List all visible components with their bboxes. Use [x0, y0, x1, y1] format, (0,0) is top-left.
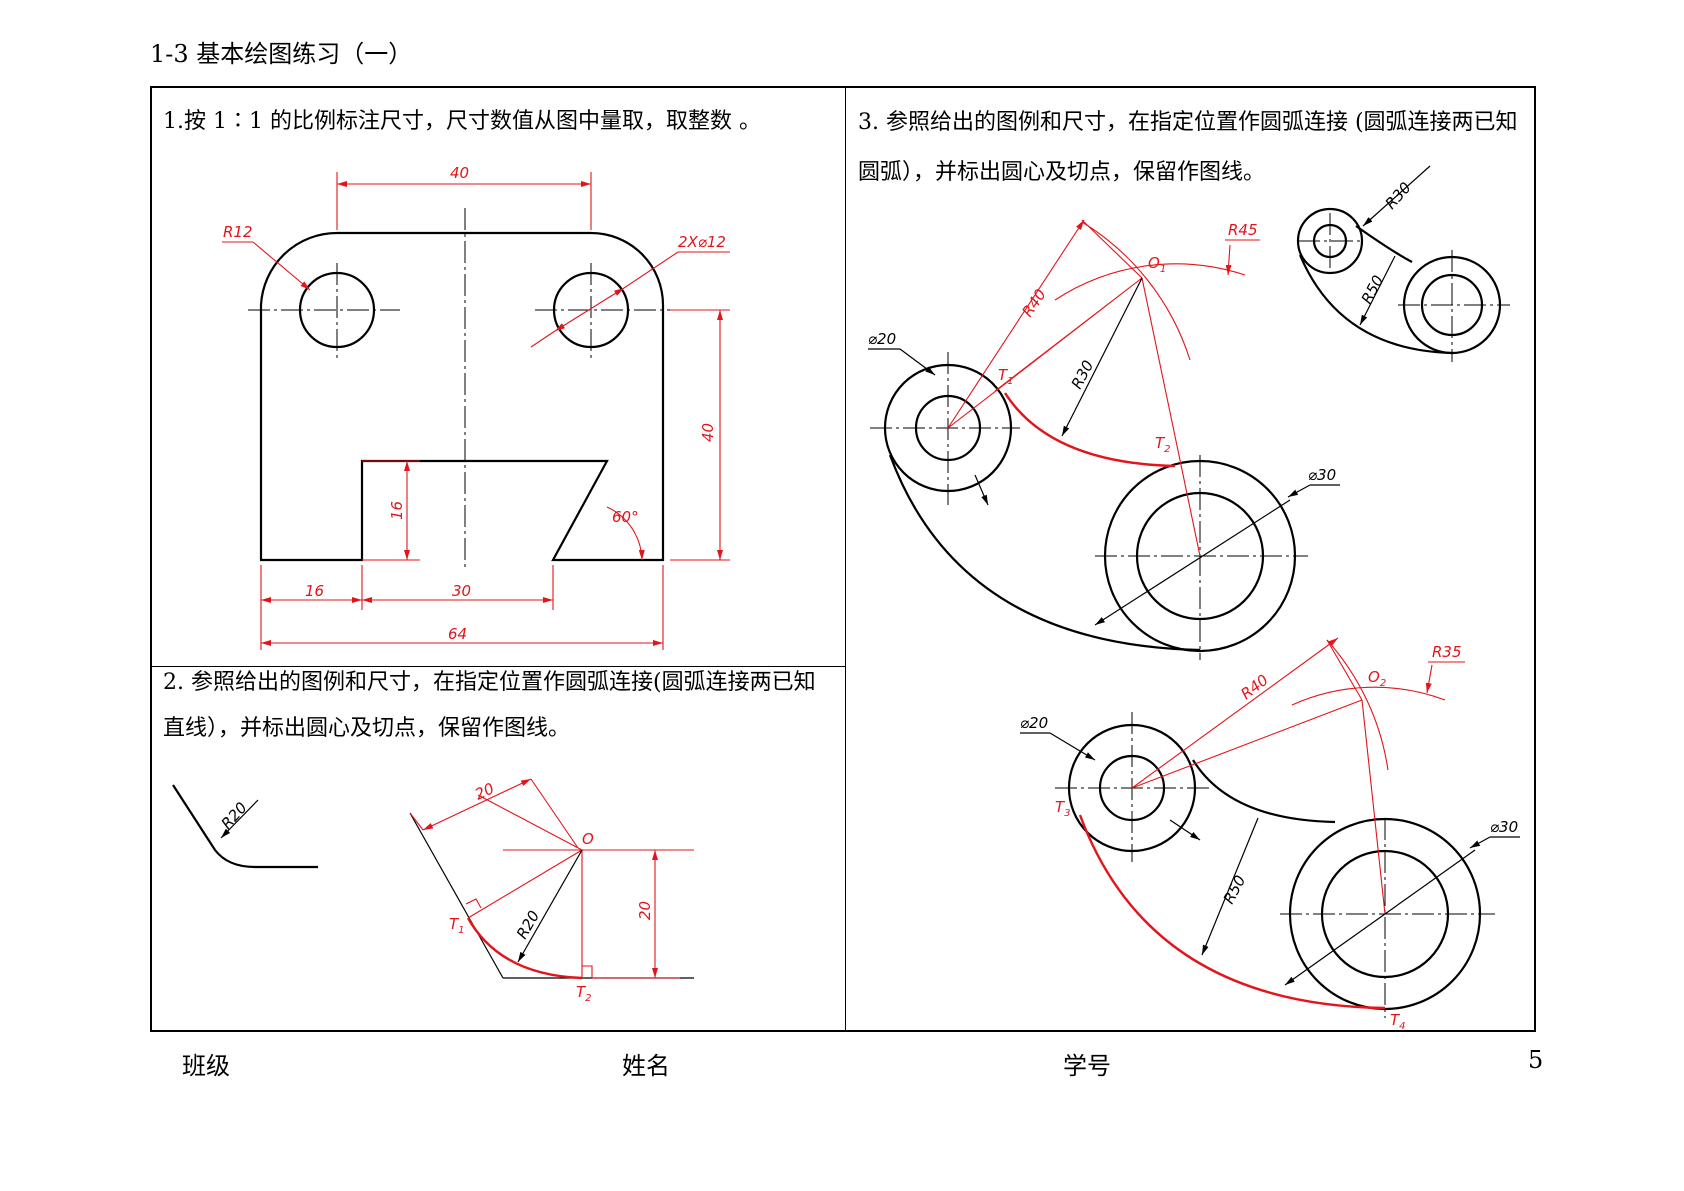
dim-r40-lower: R40	[1237, 671, 1271, 703]
page-number: 5	[1528, 1046, 1544, 1074]
dim-2x-phi12: 2X⌀12	[678, 233, 726, 251]
task-2-drawing: R20 20 O R20 T1 20 T2	[172, 778, 694, 1004]
dim-r40-upper: R40	[1018, 286, 1049, 321]
task-2-instruction: 2. 参照给出的图例和尺寸，在指定位置作圆弧连接(圆弧连接两已知直线），并标出圆…	[163, 670, 816, 741]
dim-phi20-lower: ⌀20	[1020, 714, 1048, 732]
dim-40-top: 40	[450, 164, 469, 182]
dim-64: 64	[448, 625, 467, 643]
task-3-drawing: R30 R50 R40 O1 R45 ⌀20 T1 R30 T2 ⌀30	[868, 165, 1520, 1032]
dim-20-offset: 20	[472, 779, 497, 803]
dim-r45: R45	[1228, 221, 1258, 239]
plate-outline	[259, 231, 665, 562]
dim-20-vertical: 20	[636, 901, 654, 920]
footer-class-label: 班级	[182, 1052, 230, 1080]
dim-40-right: 40	[699, 423, 717, 442]
tangent-t1-upper: T1	[998, 366, 1014, 387]
example-r20: R20	[218, 799, 251, 833]
tangent-t2: T2	[576, 983, 592, 1004]
exercise-frame	[150, 86, 1536, 1032]
connecting-arc-lower	[1078, 814, 1386, 1010]
dim-60-degree: 60°	[612, 508, 639, 526]
dim-r35: R35	[1432, 643, 1462, 661]
dim-r12: R12	[223, 223, 253, 241]
dim-r50: R50	[1220, 872, 1250, 907]
tangent-t4-lower: T4	[1390, 1011, 1406, 1032]
page-title: 1-3 基本绘图练习（一）	[150, 40, 413, 68]
footer-name-label: 姓名	[622, 1052, 670, 1080]
center-o: O	[582, 830, 594, 848]
horizontal-divider	[150, 666, 845, 667]
dim-phi20-upper: ⌀20	[868, 330, 896, 348]
dim-16-vertical: 16	[388, 501, 406, 520]
dim-phi30-upper: ⌀30	[1308, 466, 1336, 484]
connecting-arc-upper	[1003, 392, 1176, 468]
dim-30: 30	[452, 582, 471, 600]
dim-phi30-lower: ⌀30	[1490, 818, 1518, 836]
tangent-t2-upper: T2	[1155, 434, 1171, 455]
tangent-t1: T1	[449, 915, 465, 936]
task-1-instruction: 1.按 1∶1 的比例标注尺寸，尺寸数值从图中量取，取整数 。	[163, 109, 761, 134]
center-o2: O2	[1368, 668, 1386, 689]
connecting-arc-2	[466, 917, 583, 980]
center-o1: O1	[1148, 254, 1166, 275]
task-1-drawing: 40 R12 2X⌀12 40 16 60° 16 30 64	[222, 164, 730, 650]
example-r50: R50	[1358, 272, 1388, 307]
example-corner	[172, 784, 318, 869]
given-line-1	[409, 812, 504, 979]
dim-16: 16	[305, 582, 324, 600]
vertical-divider	[845, 86, 846, 1032]
tangent-t3-lower: T3	[1055, 798, 1071, 819]
footer-id-label: 学号	[1063, 1052, 1111, 1080]
task-3-instruction: 3. 参照给出的图例和尺寸，在指定位置作圆弧连接 (圆弧连接两已知圆弧），并标出…	[858, 110, 1518, 185]
offset-line-1	[477, 794, 583, 851]
